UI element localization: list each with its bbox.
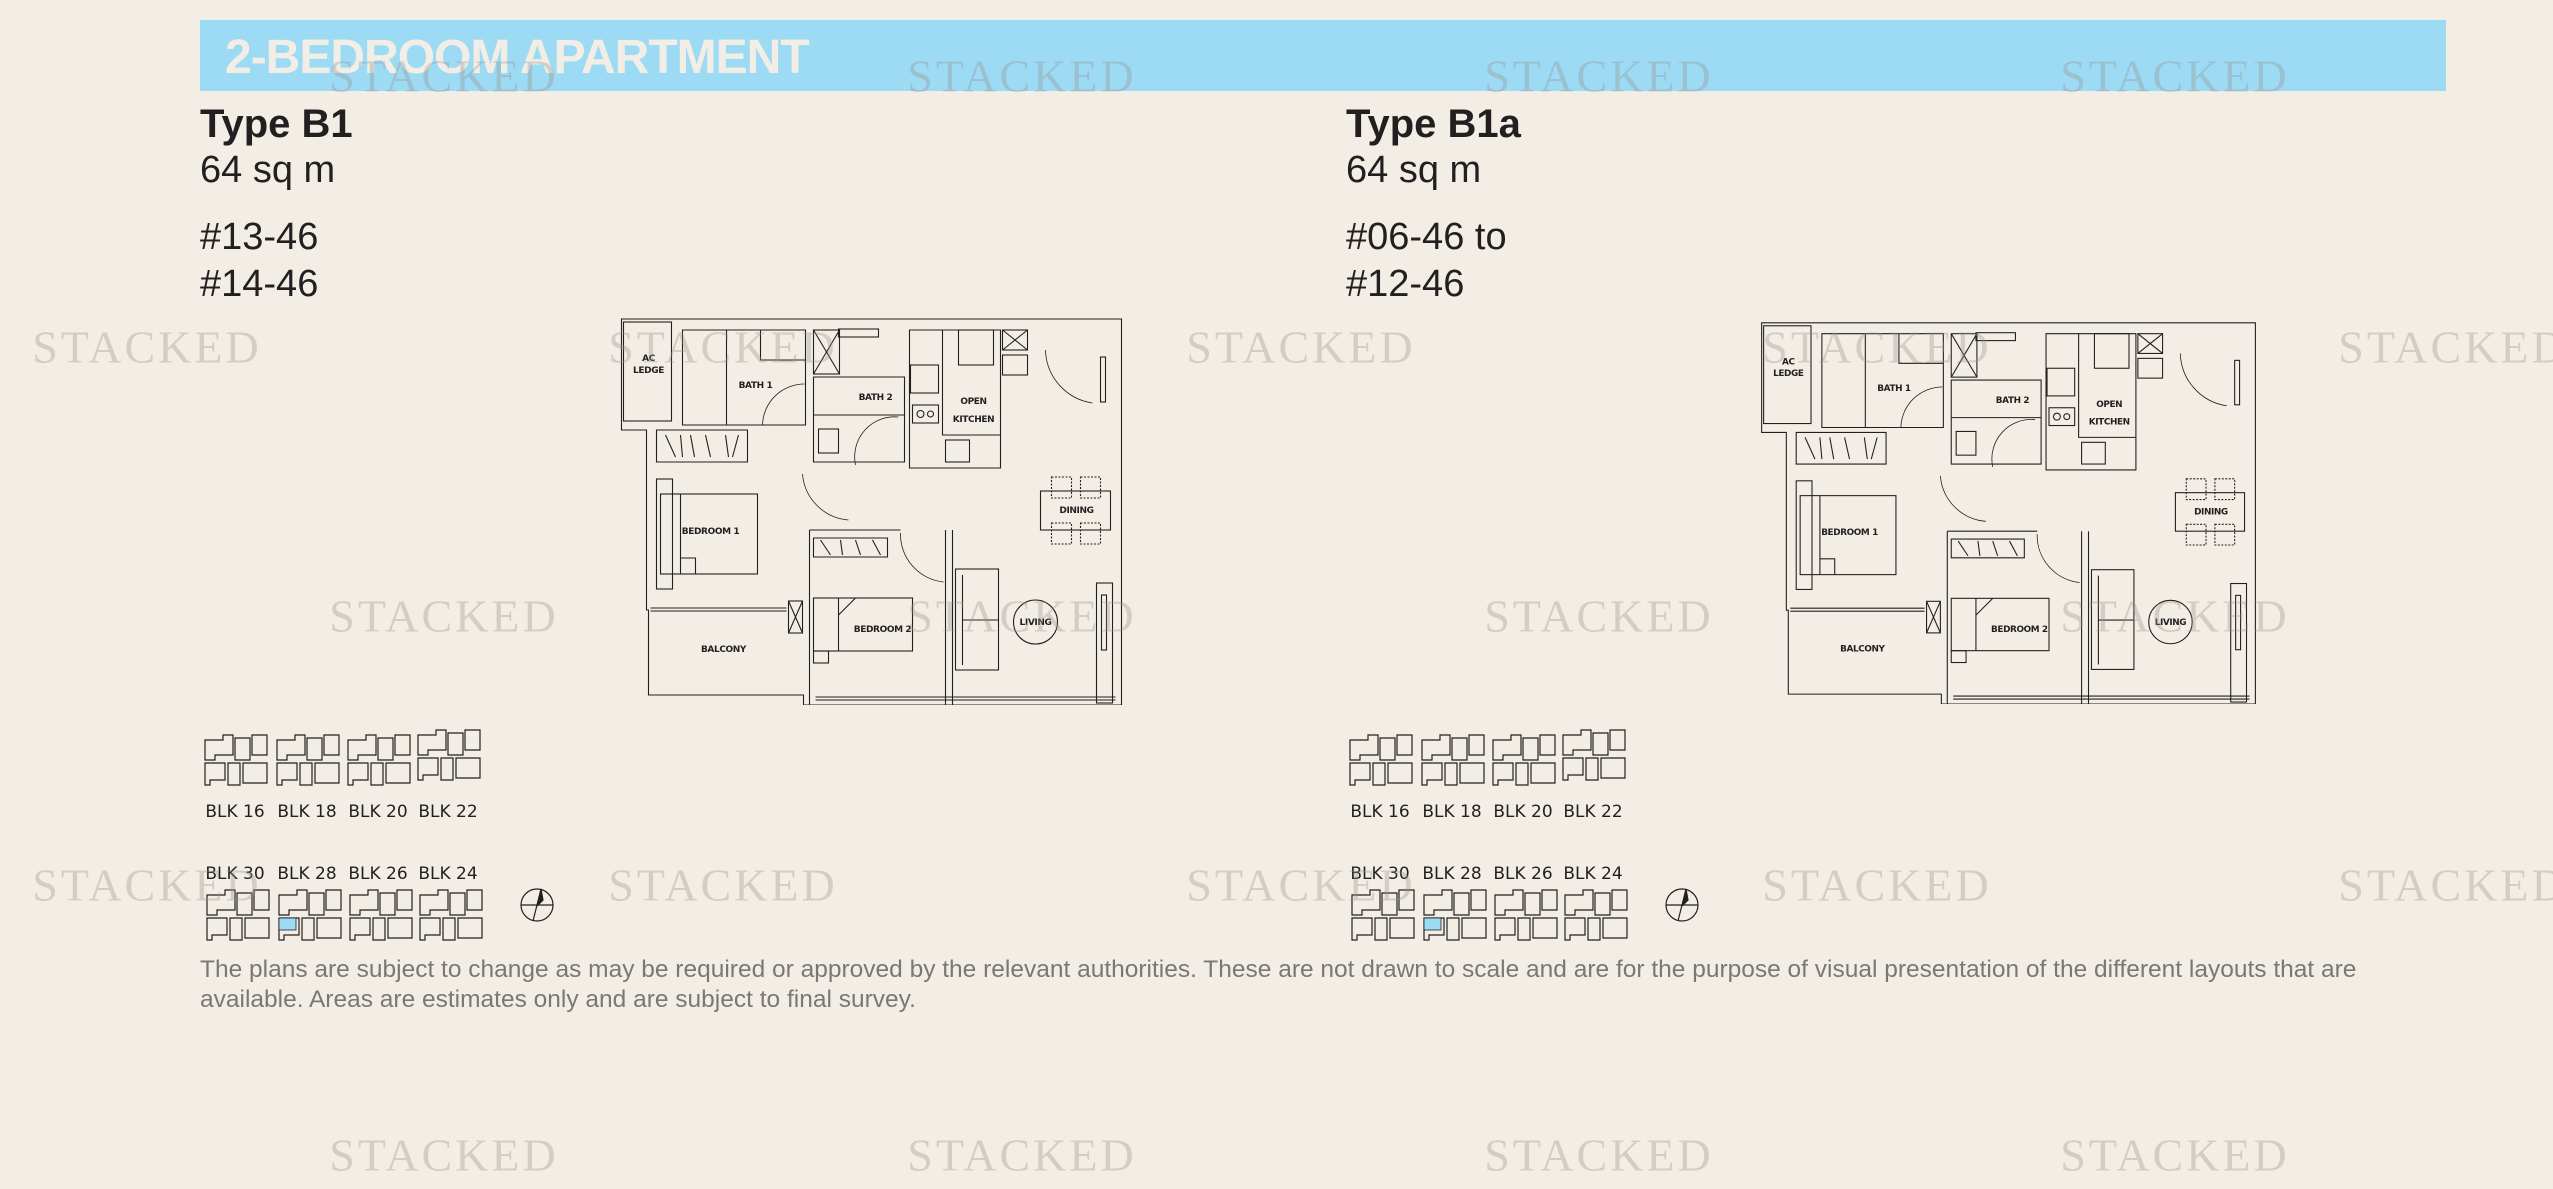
watermark: STACKED (329, 1129, 559, 1181)
walls (620, 318, 1123, 706)
block-outline (1349, 734, 1413, 786)
block-label: BLK 24 (418, 864, 477, 884)
door-swings (762, 349, 1093, 583)
highlighted-unit (1423, 917, 1442, 931)
block-outline (1492, 734, 1556, 786)
block-outline (1423, 889, 1487, 941)
block-outline (1351, 889, 1415, 941)
section-banner: 2-BEDROOM APARTMENT (200, 20, 2446, 91)
watermark: STACKED (2338, 321, 2553, 373)
key-plan-b1: BLK 16 BLK 18 BLK 20 BLK 22 BLK 30 BLK 2… (195, 715, 595, 945)
key-plan-b1a: BLK 16 BLK 18 BLK 20 BLK 22 BLK 30 BLK 2… (1340, 715, 1740, 945)
room-label-ac-ledge: LEDGE (633, 366, 664, 376)
block-label: BLK 16 (205, 802, 264, 822)
block-label: BLK 30 (1350, 864, 1409, 884)
block-label: BLK 22 (418, 802, 477, 822)
unit-number: #12-46 (1346, 263, 1465, 305)
block-label: BLK 22 (1563, 802, 1622, 822)
room-label-bath-2: BATH 2 (1996, 396, 2030, 406)
disclaimer: The plans are subject to change as may b… (200, 956, 2357, 1013)
room-label-living: LIVING (1020, 618, 1052, 628)
block-label: BLK 26 (348, 864, 407, 884)
block-label: BLK 28 (277, 864, 336, 884)
room-label-living: LIVING (2155, 618, 2187, 628)
watermark: STACKED (1762, 859, 1992, 911)
unit-area: 64 sq m (200, 149, 336, 191)
room-label-ac-ledge: AC (1782, 357, 1795, 367)
block-label: BLK 16 (1350, 802, 1409, 822)
unit-type: Type B1 (200, 102, 353, 146)
block-outline (417, 729, 481, 781)
block-outline (276, 734, 340, 786)
block-outline (1494, 889, 1558, 941)
block-label: BLK 26 (1493, 864, 1552, 884)
room-label-bath-1: BATH 1 (739, 381, 773, 391)
door-swings (1900, 353, 2227, 583)
highlighted-unit (278, 917, 297, 931)
unit-area: 64 sq m (1346, 149, 1482, 191)
room-label-balcony: BALCONY (701, 645, 747, 655)
room-label-ac-ledge: LEDGE (1773, 369, 1804, 379)
block-outline (1421, 734, 1485, 786)
section-title: 2-BEDROOM APARTMENT (225, 31, 810, 84)
watermark: STACKED (1484, 590, 1714, 642)
watermark: STACKED (608, 859, 838, 911)
room-label-bedroom-1: BEDROOM 1 (1821, 528, 1878, 538)
watermark: STACKED (2060, 1129, 2290, 1181)
unit-number: #13-46 (200, 216, 319, 258)
watermark: STACKED (1186, 321, 1416, 373)
floor-plan-b1a: AC LEDGE BATH 1 BATH 2 OPEN KITCHEN DINI… (1740, 309, 2280, 705)
block-outline (204, 734, 268, 786)
room-label-kitchen: OPEN (960, 397, 986, 407)
north-arrow-icon (520, 888, 554, 922)
watermark: STACKED (907, 1129, 1137, 1181)
watermark: STACKED (32, 321, 262, 373)
block-outline (1562, 729, 1626, 781)
room-label-ac-ledge: AC (642, 354, 656, 364)
unit-numbers: #13-46 #14-46 (200, 214, 353, 308)
block-label: BLK 20 (1493, 802, 1552, 822)
walls (1761, 322, 2256, 705)
block-outline (206, 889, 270, 941)
block-outline (349, 889, 413, 941)
watermark: STACKED (1484, 1129, 1714, 1181)
block-label: BLK 18 (277, 802, 336, 822)
unit-number: #06-46 to (1346, 216, 1507, 258)
unit-type: Type B1a (1346, 102, 1521, 146)
room-label-kitchen: OPEN (2096, 400, 2122, 410)
block-label: BLK 18 (1422, 802, 1481, 822)
unit-info-b1a: Type B1a 64 sq m #06-46 to #12-46 (1346, 100, 1521, 308)
block-label: BLK 24 (1563, 864, 1622, 884)
unit-number: #14-46 (200, 263, 319, 305)
room-label-balcony: BALCONY (1840, 645, 1885, 655)
block-label: BLK 28 (1422, 864, 1481, 884)
block-outline (419, 889, 483, 941)
room-label-bath-2: BATH 2 (859, 393, 893, 403)
watermark: STACKED (2338, 859, 2553, 911)
room-label-bath-1: BATH 1 (1877, 384, 1911, 394)
room-label-kitchen: KITCHEN (953, 415, 994, 425)
north-arrow-icon (1665, 888, 1699, 922)
room-label-bedroom-2: BEDROOM 2 (1991, 625, 2048, 635)
block-outline (347, 734, 411, 786)
room-label-bedroom-2: BEDROOM 2 (854, 625, 912, 635)
block-label: BLK 20 (348, 802, 407, 822)
room-label-kitchen: KITCHEN (2089, 418, 2130, 428)
room-label-dining: DINING (2194, 507, 2228, 517)
unit-numbers: #06-46 to #12-46 (1346, 214, 1521, 308)
floor-plan-b1: AC LEDGE BATH 1 BATH 2 OPEN KITCHEN DINI… (603, 305, 1143, 706)
block-outline (1564, 889, 1628, 941)
unit-info-b1: Type B1 64 sq m #13-46 #14-46 (200, 100, 353, 308)
watermark: STACKED (329, 590, 559, 642)
block-outline (278, 889, 342, 941)
room-label-bedroom-1: BEDROOM 1 (682, 527, 740, 537)
block-label: BLK 30 (205, 864, 264, 884)
room-label-dining: DINING (1059, 506, 1093, 516)
